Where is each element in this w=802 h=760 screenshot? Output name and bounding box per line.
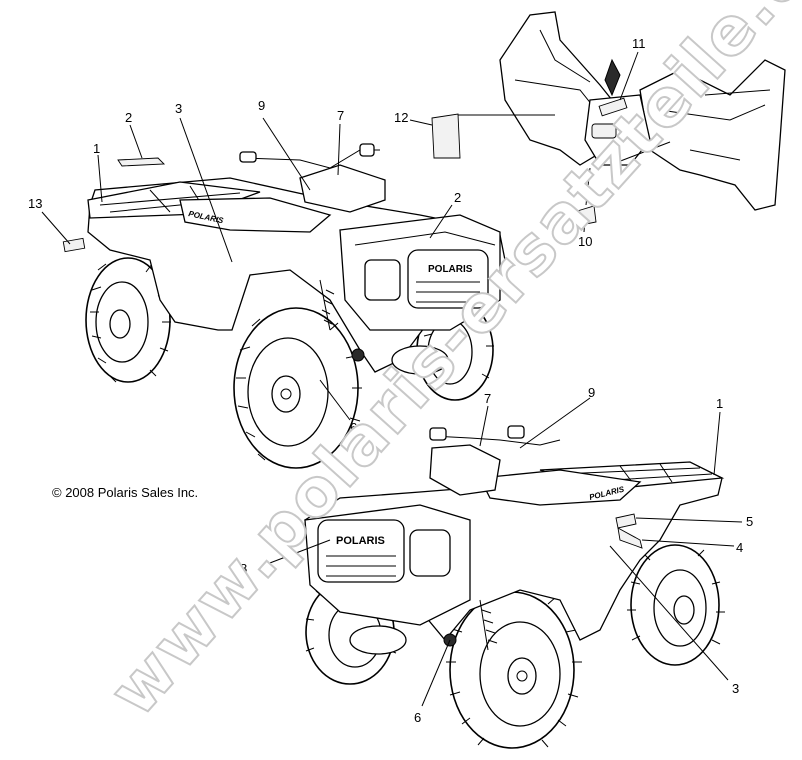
- lower-front-near-wheel: [446, 591, 582, 749]
- upper-grille: [407, 249, 489, 309]
- callout-inset-10: 10: [578, 234, 592, 249]
- callout-lower-8: 8: [240, 561, 247, 576]
- lower-seat: [478, 469, 642, 506]
- callout-numbers: 1 2 3 9 7 13 2 6 12 11 10 7 9 1 5 4 3 8 …: [28, 36, 753, 725]
- inset-display: [591, 123, 617, 139]
- callout-upper-3: 3: [175, 101, 182, 116]
- callout-upper-13: 13: [28, 196, 42, 211]
- decal-11: [598, 97, 628, 117]
- callout-lower-1: 1: [716, 396, 723, 411]
- upper-grille-logo: POLARIS: [428, 264, 473, 275]
- decal-4: [617, 527, 643, 549]
- lower-handlebar: [431, 435, 561, 446]
- lower-atv: POLARIS POLARIS: [304, 425, 725, 749]
- lower-headlight: [409, 529, 451, 577]
- callout-upper-1: 1: [93, 141, 100, 156]
- decal-2-rear: [117, 157, 166, 167]
- decal-13: [62, 237, 86, 253]
- upper-atv: POLARIS POLARIS: [85, 143, 506, 470]
- lower-rear-wheel: [627, 544, 725, 666]
- lower-grille: [317, 519, 405, 583]
- callout-lower-7: 7: [484, 391, 491, 406]
- inset-fenders: [499, 11, 786, 211]
- callout-upper-9: 9: [258, 98, 265, 113]
- callout-lower-4: 4: [736, 540, 743, 555]
- callout-lower-6: 6: [414, 710, 421, 725]
- upper-handlebar: [241, 149, 380, 169]
- decal-10: [573, 205, 597, 227]
- inset-cable: [604, 58, 621, 97]
- callout-inset-12: 12: [394, 110, 408, 125]
- upper-headlight-pod: [299, 164, 386, 213]
- upper-headlight: [364, 259, 401, 301]
- copyright-notice: © 2008 Polaris Sales Inc.: [52, 485, 199, 500]
- decal-12: [431, 113, 461, 159]
- callout-upper-6: 6: [350, 420, 357, 435]
- decal-5: [615, 513, 637, 529]
- callout-upper-7: 7: [337, 108, 344, 123]
- callout-lower-9: 9: [588, 385, 595, 400]
- inset-right-panel: [639, 59, 786, 211]
- callout-lower-3: 3: [732, 681, 739, 696]
- upper-front-wheel: [233, 307, 362, 470]
- leader-lines: [41, 51, 743, 707]
- upper-seat: [179, 197, 332, 233]
- callout-upper-2a: 2: [125, 110, 132, 125]
- callout-lower-5: 5: [746, 514, 753, 529]
- lower-headlight-pod: [429, 444, 501, 496]
- callout-inset-11: 11: [632, 36, 646, 51]
- callout-upper-2b: 2: [454, 190, 461, 205]
- lower-grille-logo: POLARIS: [336, 535, 385, 547]
